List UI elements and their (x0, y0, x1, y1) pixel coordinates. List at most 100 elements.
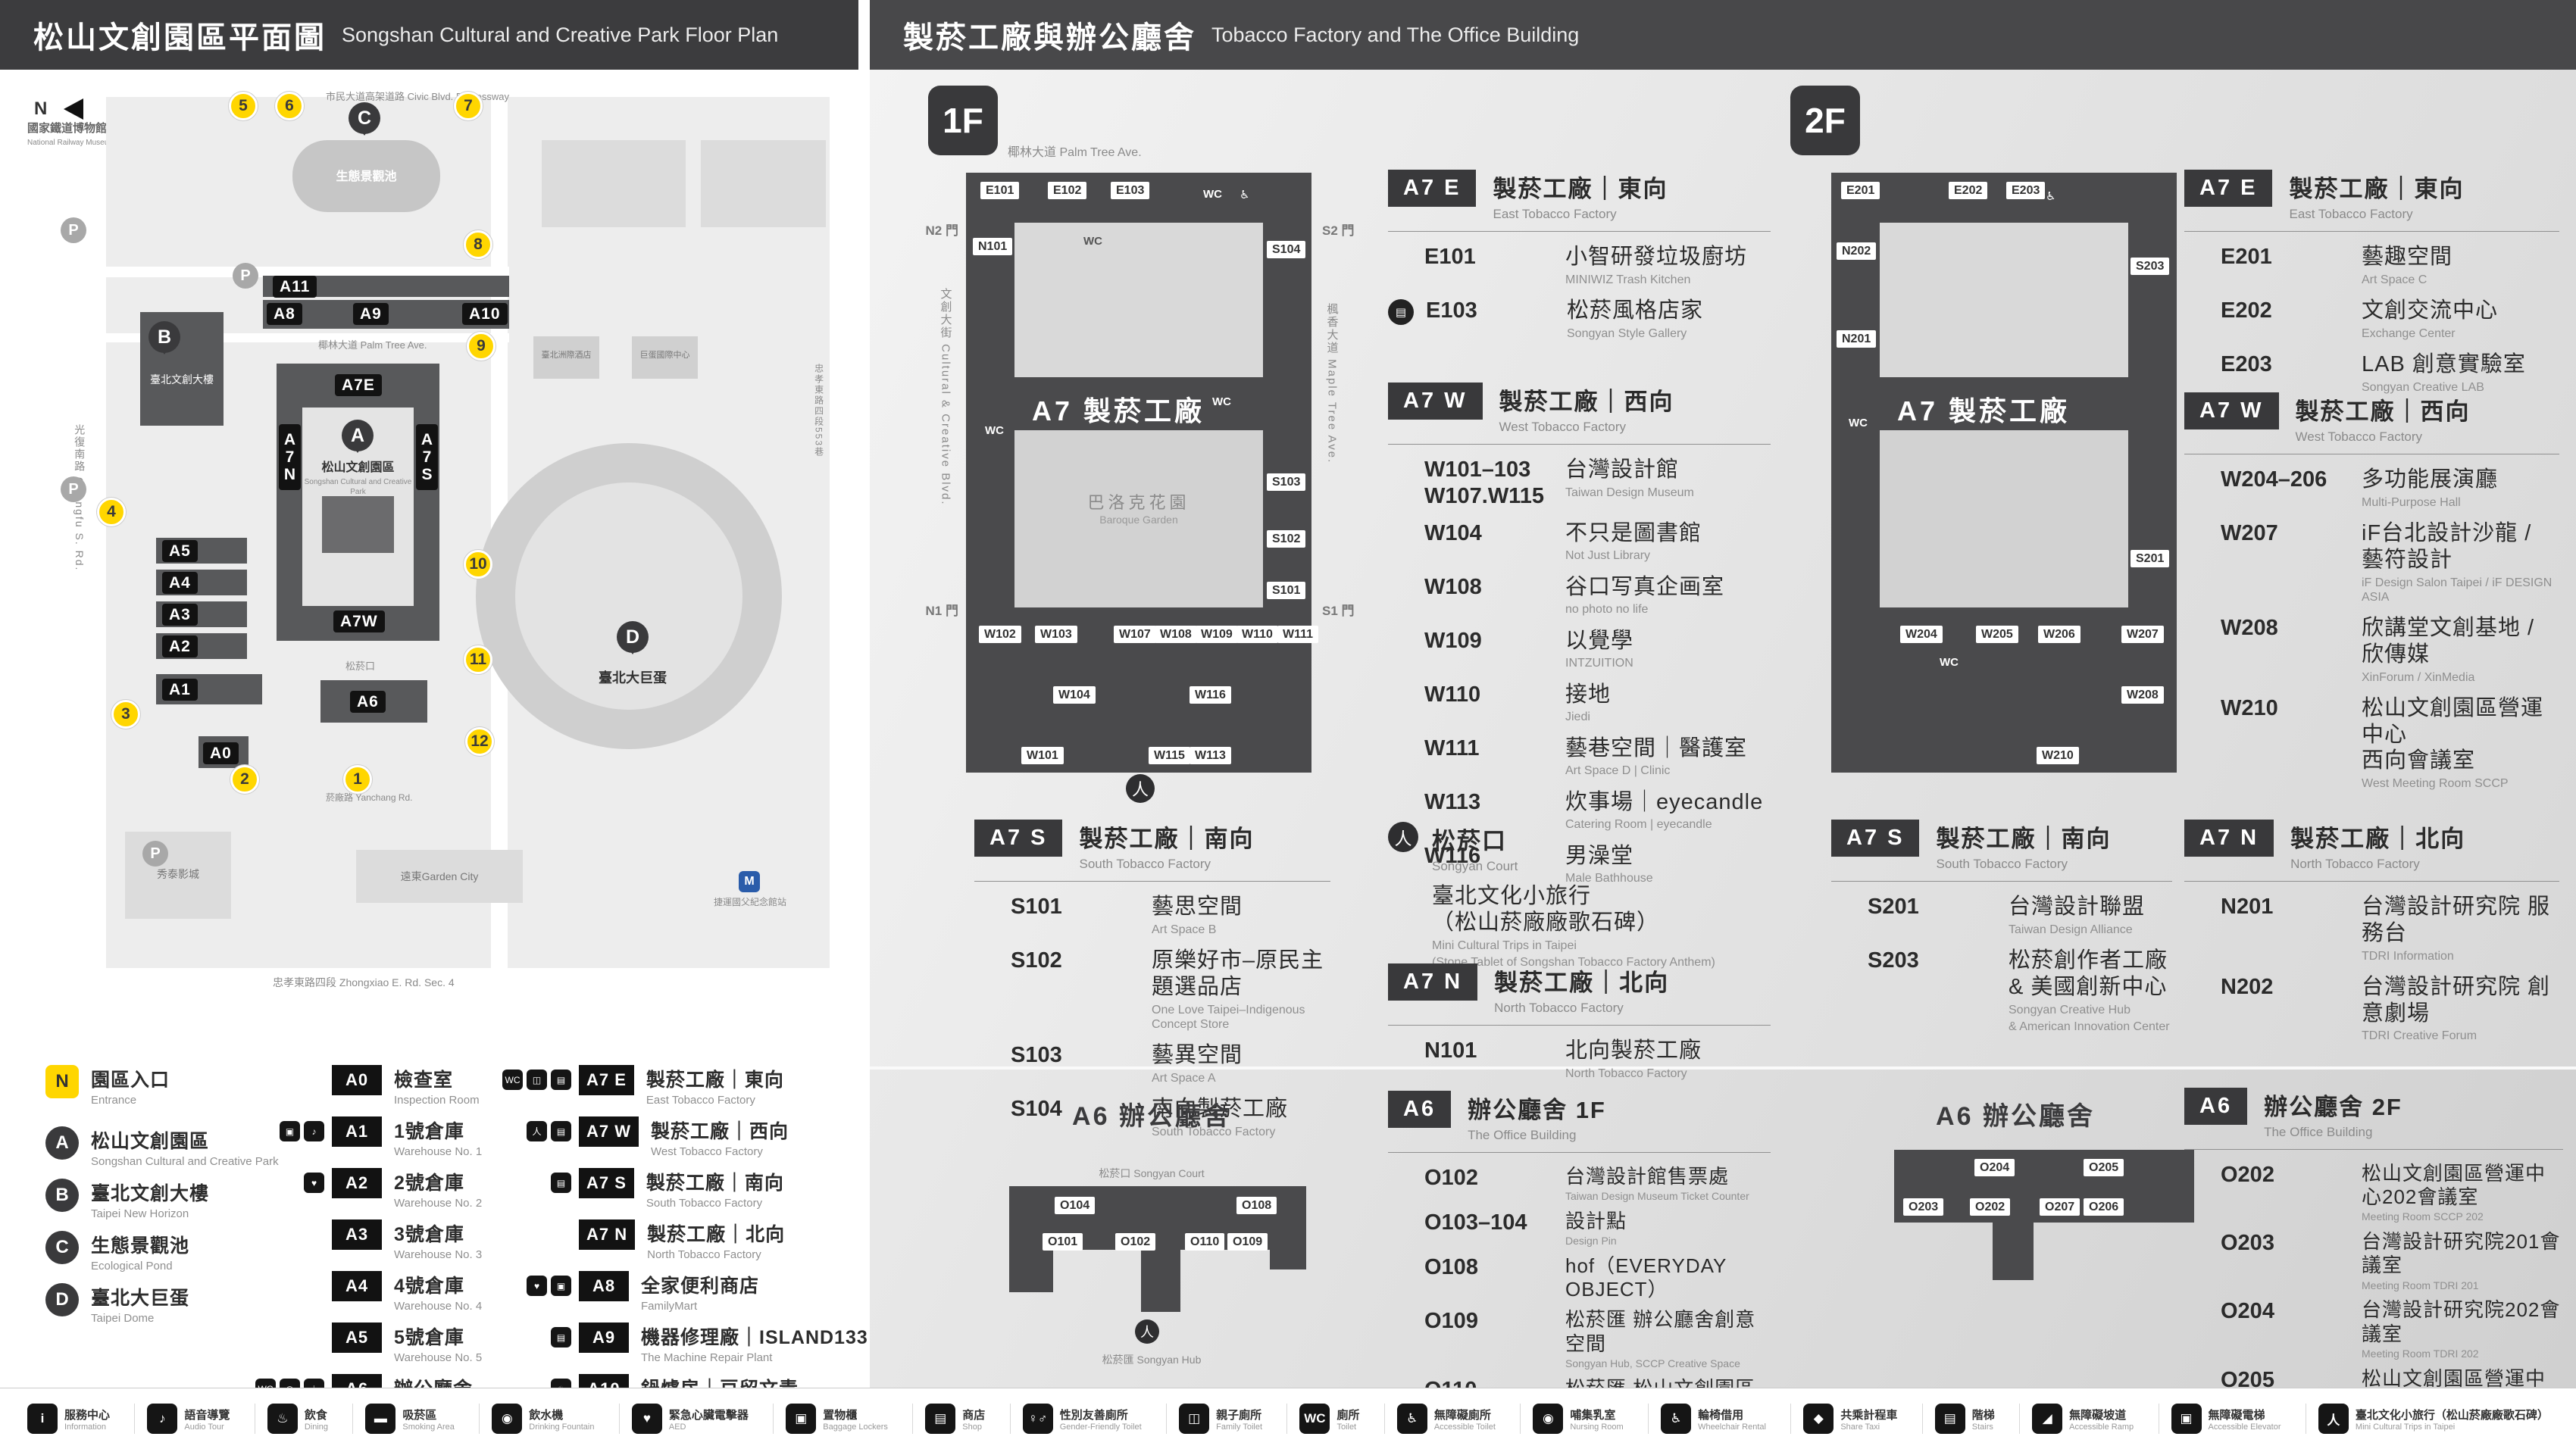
gate-s1-label: S1 門 (1322, 604, 1355, 618)
a6-plan-title-2f: A6 辦公廳舍 (1936, 1102, 2095, 1131)
shop-icon: ▤ (925, 1404, 956, 1434)
railway-museum-label-en: National Railway Museum (27, 139, 115, 147)
room-tag-w109: W109 (1196, 626, 1238, 644)
room-code: E202 (2221, 298, 2272, 323)
room-tag-s203: S203 (2131, 258, 2170, 276)
map-tag-a9: A9 (353, 303, 389, 325)
room-code: W111 (1424, 735, 1480, 760)
new-horizon-label: 臺北文創大樓 (150, 373, 214, 386)
pin-b: B (148, 321, 180, 353)
room-code: S203 (1868, 948, 1919, 973)
gate-n2-label: N2 門 (925, 223, 958, 238)
room-tag-w110: W110 (1236, 626, 1278, 644)
building-code-badge: A1 (332, 1116, 382, 1147)
1f-north-band (966, 223, 1014, 607)
accessible-toilet-icon (2046, 189, 2055, 203)
2f-north-band (1831, 223, 1880, 607)
building-code-badge: A7 N (579, 1219, 636, 1250)
building-code-badge: A7 S (579, 1168, 634, 1198)
parking-icon: P (142, 841, 168, 867)
map-number-5: 5 (229, 92, 258, 120)
2f-middle-band (1880, 377, 2128, 430)
parking-icon: P (233, 263, 258, 289)
room-code: O204 (2221, 1299, 2274, 1324)
legend-item: 人 臺北文化小旅行（松山菸廠廠歌石碑）Mini Cultural Trips i… (2305, 1404, 2549, 1434)
map-tag-a10: A10 (462, 303, 508, 325)
railway-museum-label: 國家鐵道博物館 (27, 122, 108, 135)
locker-icon: ▣ (786, 1404, 817, 1434)
map-number-8: 8 (464, 230, 492, 259)
building-code-badge: A7 E (579, 1065, 634, 1095)
a7-inner-block (322, 496, 394, 553)
songyan-hub-label: 松菸匯 Songyan Hub (1102, 1354, 1202, 1366)
room-tag-o104: O104 (1055, 1197, 1096, 1215)
room-code: W108 (1424, 574, 1482, 599)
map-number-3: 3 (111, 700, 140, 729)
ramp-icon: ◢ (2032, 1404, 2063, 1434)
1f-south-band (1263, 223, 1311, 607)
map-tag-a1: A1 (162, 679, 198, 701)
lane553-label: 忠孝東路四段553巷 (813, 364, 824, 458)
floor-badge-1f: 1F (928, 86, 998, 155)
map-pin-badge: D (45, 1283, 79, 1316)
room-tag-o206: O206 (2084, 1198, 2124, 1216)
room-code: W116 (1424, 843, 1481, 868)
legend-icon-cluster: ♥ (304, 1173, 324, 1193)
walk-icon (1388, 822, 1418, 852)
2f-building-label: A7 製菸工廠 (1897, 395, 2071, 426)
1f-upper-court (1014, 223, 1263, 377)
room-code: W109 (1424, 628, 1482, 653)
map-tag-a11: A11 (273, 276, 317, 298)
street-right-label-1f: 楓香大道 Maple Tree Ave. (1325, 303, 1339, 464)
toilet-icon (1212, 395, 1231, 408)
section-badge: A7 W (1388, 383, 1483, 420)
north-arrow-icon (53, 98, 84, 120)
dome-intl-block (632, 336, 698, 379)
room-code: N201 (2221, 895, 2274, 919)
room-code: O109 (1424, 1309, 1478, 1334)
section-badge: A6 (2184, 1088, 2248, 1125)
room-tag-e103: E103 (1111, 182, 1150, 200)
room-tag-w102: W102 (979, 626, 1021, 644)
section-badge: A6 (1388, 1091, 1452, 1128)
left-title-en: Songshan Cultural and Creative Park Floo… (342, 23, 779, 46)
aed-icon: ♥ (527, 1276, 547, 1296)
toilet-icon (1849, 417, 1868, 429)
